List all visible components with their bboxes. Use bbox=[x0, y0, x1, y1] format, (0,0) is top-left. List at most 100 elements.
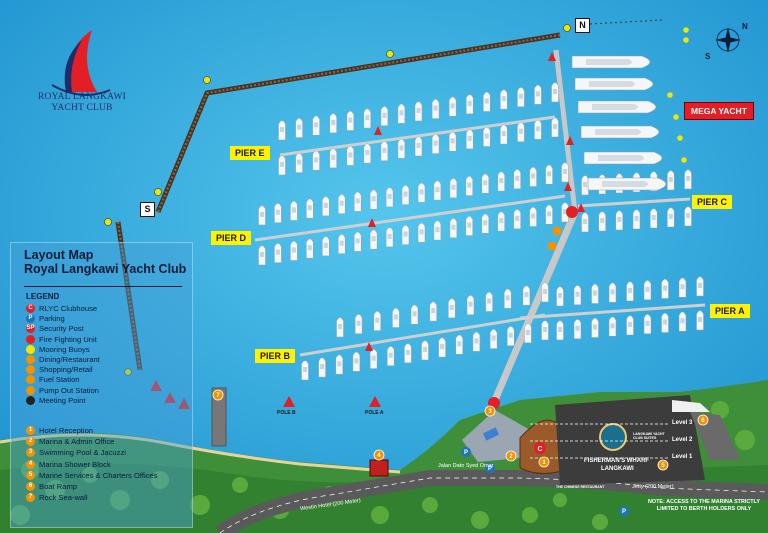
legend-symbol-icon bbox=[26, 385, 35, 395]
moored-boat bbox=[481, 213, 490, 234]
level-lines bbox=[530, 423, 668, 459]
svg-text:3: 3 bbox=[488, 409, 492, 415]
access-note: NOTE: ACCESS TO THE MARINA STRICTLY LIMI… bbox=[648, 499, 760, 512]
moored-boat bbox=[481, 173, 490, 194]
road-centre-line bbox=[219, 477, 768, 533]
moored-boat bbox=[329, 112, 338, 134]
moored-boat bbox=[373, 310, 382, 332]
moored-boat bbox=[337, 193, 346, 215]
moored-boat bbox=[353, 231, 362, 252]
legend-facility-label: Marina Shower Block bbox=[39, 459, 111, 469]
moored-boat bbox=[591, 283, 599, 304]
moored-boat bbox=[449, 177, 458, 199]
moored-boat bbox=[363, 108, 372, 129]
moored-boat bbox=[465, 93, 474, 115]
moored-boat bbox=[312, 150, 321, 171]
moored-boat bbox=[410, 304, 419, 325]
legend-symbol-icon bbox=[26, 375, 35, 385]
moored-boat bbox=[448, 96, 457, 117]
pier-a-label: PIER A bbox=[710, 304, 750, 318]
legend-panel bbox=[10, 242, 193, 528]
compass-south-label: S bbox=[705, 52, 711, 61]
moored-boat bbox=[561, 162, 569, 183]
legend-item-label: Fire Fighting Unit bbox=[39, 334, 97, 344]
moored-boat bbox=[551, 117, 559, 138]
pier-c-label: PIER C bbox=[692, 195, 733, 209]
moored-boat bbox=[551, 82, 559, 103]
legend-item: Fire Fighting Unit bbox=[26, 334, 97, 345]
facility-number-icon: 2 bbox=[26, 437, 35, 447]
moored-boat bbox=[522, 285, 531, 306]
legend-title-line-2: Royal Langkawi Yacht Club bbox=[24, 262, 187, 276]
legend-title: Layout Map Royal Langkawi Yacht Club bbox=[24, 248, 189, 276]
road-label-main: Jalan Dato Syed Omar bbox=[438, 463, 494, 469]
breakwater bbox=[115, 19, 663, 371]
legend-item: Shopping/Retail bbox=[26, 364, 93, 375]
moored-boat bbox=[447, 297, 456, 319]
moored-boat bbox=[678, 277, 687, 298]
brand-name: ROYAL LANGKAWI YACHT CLUB bbox=[22, 92, 142, 114]
moored-boat bbox=[386, 345, 395, 367]
moored-boat bbox=[336, 317, 344, 338]
moored-boat bbox=[337, 233, 346, 255]
moored-boat bbox=[513, 168, 522, 190]
moored-boat bbox=[380, 105, 389, 127]
compass-rose bbox=[715, 27, 741, 53]
moored-boat bbox=[626, 281, 634, 302]
moored-boat bbox=[472, 331, 481, 352]
moored-boat bbox=[335, 354, 344, 375]
moored-boat bbox=[608, 316, 617, 337]
restaurant-sign: THE CHINESE RESTAURANT bbox=[556, 485, 605, 489]
moored-boat bbox=[513, 208, 522, 230]
parking-markers bbox=[461, 447, 629, 516]
moored-boat bbox=[385, 186, 394, 208]
mooring-buoys bbox=[667, 27, 689, 163]
svg-text:6: 6 bbox=[701, 418, 705, 424]
moored-boat bbox=[295, 152, 304, 174]
legend-item-label: Security Post bbox=[39, 324, 84, 334]
moored-boat bbox=[318, 357, 327, 378]
moored-boat bbox=[465, 215, 474, 237]
moored-boat bbox=[278, 120, 286, 141]
moored-boat bbox=[545, 164, 554, 185]
moored-boat bbox=[295, 117, 304, 139]
moored-boat bbox=[506, 325, 515, 347]
moored-boat bbox=[489, 328, 498, 350]
moored-boat bbox=[684, 169, 692, 190]
moored-boat bbox=[541, 282, 549, 303]
legend-item-label: RLYC Clubhouse bbox=[39, 304, 98, 313]
moored-boat bbox=[678, 311, 687, 332]
moored-boat bbox=[385, 226, 394, 248]
moored-boat bbox=[573, 284, 582, 306]
warning-poles bbox=[150, 380, 381, 409]
breakwater-south-marker: S bbox=[140, 202, 155, 217]
moored-boat bbox=[497, 171, 506, 192]
facility-number-icon: 6 bbox=[26, 482, 35, 491]
moored-boat bbox=[465, 175, 474, 197]
moored-boat bbox=[258, 205, 266, 226]
moored-boat bbox=[391, 307, 400, 328]
moored-boat bbox=[608, 282, 617, 303]
moored-boat bbox=[661, 278, 669, 299]
mega-yacht-label: MEGA YACHT bbox=[684, 102, 754, 120]
moored-boat bbox=[497, 211, 506, 232]
legend-symbol-icon bbox=[26, 334, 35, 344]
moored-boat bbox=[533, 119, 542, 140]
legend-item-label: Pump Out Station bbox=[39, 385, 99, 395]
moored-boat bbox=[421, 340, 429, 361]
moored-boat bbox=[529, 206, 538, 227]
brand-line-2: YACHT CLUB bbox=[51, 103, 113, 113]
facility-number-icon: 5 bbox=[26, 470, 35, 480]
moored-boat bbox=[354, 313, 363, 335]
legend-facility-label: Hotel Reception bbox=[39, 426, 94, 435]
moored-boat bbox=[369, 229, 378, 250]
pole-b-label: POLE B bbox=[277, 410, 296, 416]
svg-text:5: 5 bbox=[661, 463, 665, 469]
moored-boat bbox=[417, 222, 426, 243]
moored-boat bbox=[448, 131, 457, 152]
